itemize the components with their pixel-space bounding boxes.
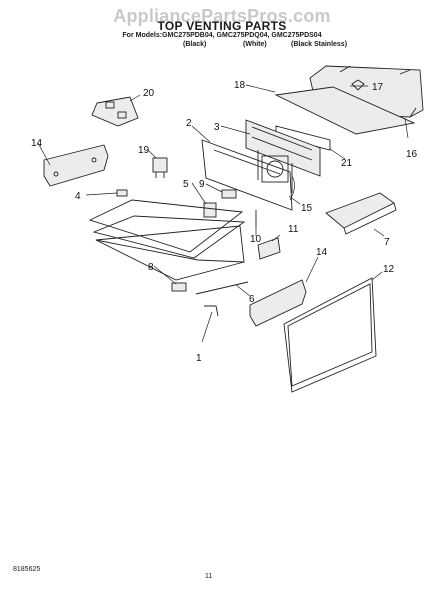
- part-17-clip: [351, 79, 365, 91]
- callout-12: 12: [383, 264, 395, 275]
- callout-3: 3: [214, 122, 220, 133]
- callout-10: 10: [250, 234, 262, 245]
- part-1-rod: [204, 305, 219, 317]
- part-door-panels: [88, 199, 246, 281]
- callout-1: 1: [196, 353, 202, 364]
- callout-labels: 1 2 3 4 5 6 7 8 9 10 11 12 14 14 15 16 1…: [31, 80, 418, 364]
- callout-11: 11: [288, 224, 299, 235]
- callout-4: 4: [75, 191, 81, 202]
- watermark: AppliancePartsPros.com: [113, 6, 331, 26]
- variant-black: (Black): [183, 41, 207, 48]
- page-number: 11: [205, 573, 213, 580]
- part-18-top-panel: [274, 86, 416, 135]
- part-6-rod: [195, 281, 249, 295]
- part-12-back-panel: [283, 277, 377, 393]
- part-3-duct-assembly: [245, 119, 321, 193]
- callout-16: 16: [406, 149, 418, 160]
- callout-2: 2: [186, 118, 192, 129]
- model-numbers: For Models:GMC275PDB04, GMC275PDQ04, GMC…: [122, 32, 322, 39]
- part-7-tray: [325, 192, 397, 235]
- part-14-right-bracket: [249, 279, 307, 327]
- variant-white: (White): [243, 41, 267, 48]
- callout-15: 15: [301, 203, 313, 214]
- callout-21: 21: [341, 158, 353, 169]
- callout-17: 17: [372, 82, 384, 93]
- callout-8: 8: [148, 262, 154, 273]
- callout-5: 5: [183, 179, 189, 190]
- part-11-terminal-block: [257, 237, 281, 260]
- part-19-switch: [152, 157, 168, 178]
- callout-14-right: 14: [316, 247, 328, 258]
- callout-7: 7: [384, 237, 390, 248]
- callout-9: 9: [199, 179, 205, 190]
- callout-19: 19: [138, 145, 150, 156]
- part-5-sensor: [203, 202, 217, 218]
- callout-6: 6: [249, 294, 255, 305]
- page-title: TOP VENTING PARTS: [157, 19, 287, 33]
- callout-14-left: 14: [31, 138, 43, 149]
- variant-black-stainless: (Black Stainless): [291, 41, 348, 48]
- part-20-bracket: [91, 96, 139, 127]
- part-4-clip: [116, 189, 128, 197]
- leader-lines: [37, 84, 409, 343]
- part-14-left-bracket: [43, 144, 109, 187]
- part-2-duct-housing: [201, 139, 293, 211]
- document-number: 8185625: [13, 566, 41, 573]
- callout-20: 20: [143, 88, 155, 99]
- part-9-connector: [221, 189, 237, 199]
- part-8-hinge: [171, 282, 187, 292]
- callout-18: 18: [234, 80, 246, 91]
